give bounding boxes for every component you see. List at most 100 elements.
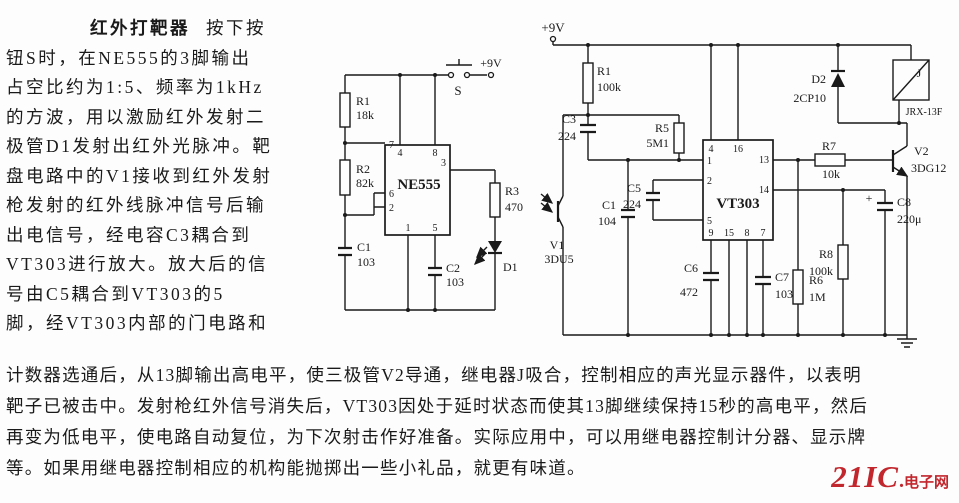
c1-label: C1 bbox=[357, 240, 371, 254]
c5-value: 224 bbox=[623, 197, 641, 211]
pin-15: 15 bbox=[724, 228, 734, 239]
text-line: 枪发射的红外线脉冲信号后输 bbox=[6, 195, 266, 215]
pin-3: 3 bbox=[441, 158, 446, 169]
v1-label: V1 bbox=[550, 238, 565, 252]
supply-label: +9V bbox=[541, 20, 565, 35]
r1-value: 100k bbox=[597, 80, 621, 94]
article-lead: 按下按 bbox=[206, 18, 266, 38]
vt303-schematic: +9V R1 100k C3 224 V1 3DU5 R5 5M1 C1 bbox=[540, 20, 946, 348]
supply-label: +9V bbox=[480, 56, 502, 70]
ic-vt303: VT303 4 16 1 2 5 13 14 9 15 8 7 bbox=[702, 139, 774, 241]
text-line: 红外打靶器按下按 bbox=[6, 14, 334, 44]
junction-dots bbox=[586, 43, 901, 337]
c5-label: C5 bbox=[627, 181, 641, 195]
text-line: 等。如果用继电器控制相应的机构能抛掷出一些小礼品，就更有味道。 bbox=[6, 458, 586, 478]
r3-label: R3 bbox=[505, 184, 519, 198]
text-line: 靶子已被击中。发射枪红外信号消失后，VT303因处于延时状态而使其13脚继续保持… bbox=[6, 396, 869, 416]
diode-d2: D2 2CP10 bbox=[793, 69, 845, 105]
resistor-r1: R1 100k bbox=[582, 62, 621, 104]
intro-paragraph: 红外打靶器按下按 钮S时，在NE555的3脚输出 占空比约为1:5、频率为1kH… bbox=[6, 14, 334, 339]
pin-5: 5 bbox=[707, 216, 712, 227]
pin-4: 4 bbox=[709, 144, 714, 155]
c7-value: 103 bbox=[775, 287, 793, 301]
r5-label: R5 bbox=[655, 121, 669, 135]
relay-j: J JRX-13F bbox=[892, 59, 943, 118]
text-line: 号由C5耦合到VT303的5 bbox=[6, 283, 225, 304]
ne555-label: NE555 bbox=[397, 177, 440, 193]
resistor-r5: R5 5M1 bbox=[646, 121, 685, 154]
r1-label: R1 bbox=[356, 94, 370, 108]
pin-5: 5 bbox=[433, 223, 438, 234]
r2-value: 82k bbox=[356, 176, 374, 190]
pin-9: 9 bbox=[709, 228, 714, 239]
c6-label: C6 bbox=[684, 261, 698, 275]
r2-label: R2 bbox=[356, 162, 370, 176]
text-line: 钮S时，在NE555的3脚输出 bbox=[6, 47, 252, 68]
c7-label: C7 bbox=[775, 270, 789, 284]
text-line: 再变为低电平，使电路自动复位，为下次射击作好准备。实际应用中，可以用继电器控制计… bbox=[6, 427, 867, 447]
article-title: 红外打靶器 bbox=[90, 18, 190, 38]
resistor-r7: R7 10k bbox=[814, 139, 846, 181]
capacitor-c7: C7 103 bbox=[755, 270, 793, 301]
resistor-r6: R6 1M bbox=[792, 269, 826, 305]
c2-value: 103 bbox=[446, 275, 464, 289]
ground-symbol bbox=[897, 335, 917, 348]
pin-6: 6 bbox=[389, 189, 394, 200]
capacitor-c8: + C8 220μ bbox=[866, 191, 922, 226]
pin-8: 8 bbox=[433, 148, 438, 159]
watermark-brand: 21IC bbox=[831, 459, 899, 494]
c6-value: 472 bbox=[680, 285, 698, 299]
pin-4: 4 bbox=[398, 148, 403, 159]
r1-value: 18k bbox=[356, 108, 374, 122]
c2-label: C2 bbox=[446, 261, 460, 275]
resistor-r2: R2 82k bbox=[339, 159, 374, 196]
watermark-21ic: 21IC.电子网 bbox=[831, 459, 949, 495]
capacitor-c2: C2 103 bbox=[428, 261, 464, 289]
text-line: 出电信号，经电容C3耦合到 bbox=[6, 224, 252, 245]
r6-value: 1M bbox=[809, 290, 826, 304]
capacitor-c3: C3 224 bbox=[558, 112, 596, 143]
vt303-label: VT303 bbox=[716, 196, 759, 212]
capacitor-c1: C1 104 bbox=[598, 198, 635, 228]
circuit-wires bbox=[344, 74, 496, 311]
capacitor-c5: C5 224 bbox=[623, 181, 660, 211]
text-line: 占空比约为1:5、频率为1kHz bbox=[6, 77, 264, 97]
supply-terminal: +9V bbox=[541, 20, 565, 43]
v2-label: V2 bbox=[914, 144, 929, 158]
led-d1: D1 bbox=[474, 241, 518, 274]
pin-7: 7 bbox=[761, 228, 766, 239]
text-line: 计数器选通后，从13脚输出高电平，使三极管V2导通，继电器J吸合，控制相应的声光… bbox=[6, 365, 862, 385]
pin-13: 13 bbox=[759, 155, 769, 166]
v1-type: 3DU5 bbox=[544, 252, 573, 266]
relay-label: J bbox=[917, 66, 922, 80]
supply-terminal: +9V bbox=[480, 56, 502, 79]
d2-type: 2CP10 bbox=[793, 91, 826, 105]
capacitor-c1: C1 103 bbox=[338, 240, 375, 269]
pin-2: 2 bbox=[707, 176, 712, 187]
r1-label: R1 bbox=[597, 64, 611, 78]
r8-label: R8 bbox=[819, 247, 833, 261]
circuit-wires bbox=[552, 41, 912, 336]
pin-14: 14 bbox=[759, 185, 769, 196]
relay-type: JRX-13F bbox=[906, 107, 943, 118]
c8-label: C8 bbox=[897, 195, 911, 209]
ic-ne555: NE555 4 8 7 6 2 3 1 5 bbox=[384, 140, 451, 236]
pin-7: 7 bbox=[389, 140, 394, 151]
c3-value: 224 bbox=[558, 129, 576, 143]
pin-16: 16 bbox=[733, 144, 743, 155]
capacitor-c6: C6 472 bbox=[680, 261, 719, 299]
text-line: 脚，经VT303内部的门电路和 bbox=[6, 313, 269, 333]
r5-value: 5M1 bbox=[646, 136, 669, 150]
r3-value: 470 bbox=[505, 200, 523, 214]
resistor-r3: R3 470 bbox=[489, 182, 523, 218]
resistor-r8: R8 100k bbox=[809, 244, 849, 280]
pin-2: 2 bbox=[389, 203, 394, 214]
c1-value: 103 bbox=[357, 255, 375, 269]
watermark-dot: . bbox=[898, 470, 904, 492]
r7-label: R7 bbox=[822, 139, 836, 153]
watermark-suffix: 电子网 bbox=[903, 475, 949, 491]
switch-s-label: S bbox=[454, 83, 461, 98]
text-line: 盘电路中的V1接收到红外发射 bbox=[6, 165, 273, 186]
c1-label: C1 bbox=[602, 198, 616, 212]
